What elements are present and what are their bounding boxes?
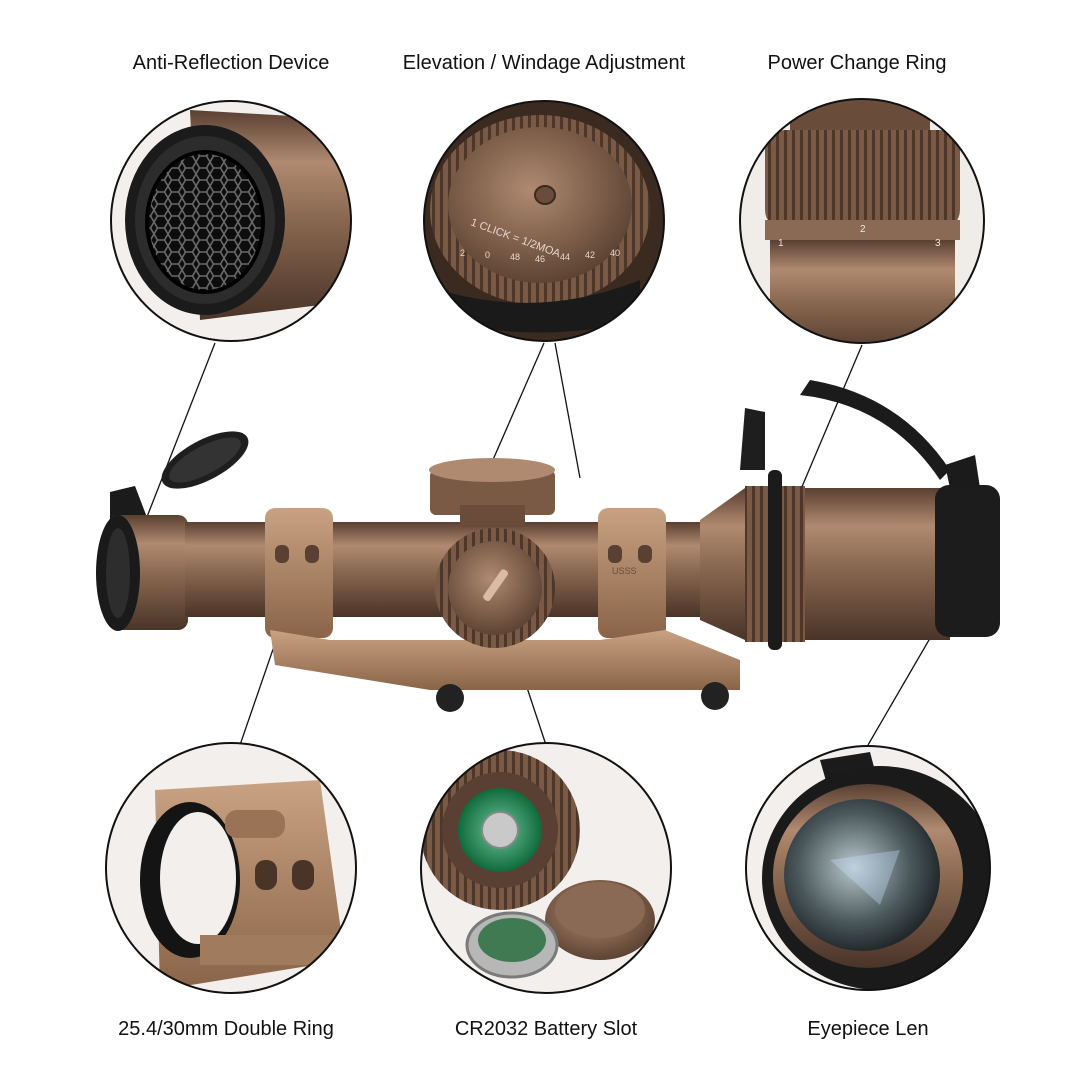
rifle-scope: USSS [96, 380, 1000, 712]
turret-scale-number: 48 [510, 252, 520, 262]
mount-lever-rear [701, 682, 729, 710]
ring-engraving: USSS [612, 566, 637, 576]
detail-power-change-ring: 1 2 3 [739, 98, 985, 344]
eyepiece-glass [784, 799, 940, 951]
eyepiece-rubber [935, 485, 1000, 637]
label-double-ring: 25.4/30mm Double Ring [118, 1018, 334, 1040]
mount-lever-front [436, 684, 464, 712]
power-mark: 2 [860, 224, 866, 235]
turret-scale-number: 42 [585, 250, 595, 260]
label-power-change-ring: Power Change Ring [767, 52, 947, 74]
turret-scale-number: 40 [610, 248, 620, 258]
turret-scale-number: 44 [560, 252, 570, 262]
detail-eyepiece-lens [745, 745, 991, 991]
turret-scale-number: 0 [485, 250, 490, 260]
turret-scale-number: 46 [535, 254, 545, 264]
battery-side-knob [435, 528, 555, 648]
turret-scale-number: 2 [460, 248, 465, 258]
detail-battery-slot [420, 742, 672, 994]
label-eyepiece-lens: Eyepiece Len [807, 1018, 929, 1040]
power-mark: 3 [935, 238, 941, 249]
label-battery-slot: CR2032 Battery Slot [454, 1018, 638, 1040]
eyepiece-assembly [700, 380, 1000, 650]
label-anti-reflection-device: Anti-Reflection Device [132, 52, 330, 74]
front-scope-ring [265, 508, 333, 638]
objective-flip-cap [110, 431, 249, 530]
label-elevation-windage-adjustment: Elevation / Windage Adjustment [402, 52, 686, 74]
elevation-turret [429, 458, 555, 527]
cantilever-mount-base [270, 630, 740, 690]
rear-scope-ring: USSS [598, 508, 666, 638]
power-mark: 1 [778, 238, 784, 249]
detail-anti-reflection-device [110, 100, 352, 342]
detail-double-ring [105, 742, 357, 994]
turret-scale: 2 0 48 46 44 42 40 [460, 248, 620, 264]
